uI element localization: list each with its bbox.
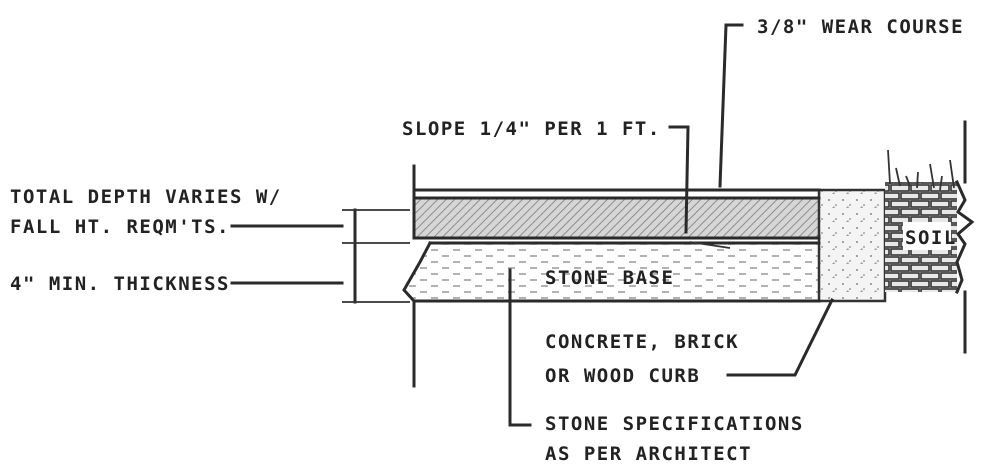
total-depth-label-line2: FALL HT. REQM'TS. <box>10 216 230 238</box>
stone-base-layer <box>404 243 819 301</box>
slope-arrow-tail <box>689 241 731 249</box>
curb-leader <box>726 297 835 377</box>
wear-course-layer <box>414 198 819 238</box>
total-depth-label-line1: TOTAL DEPTH VARIES W/ <box>10 186 282 208</box>
min-thickness-label: 4" MIN. THICKNESS <box>10 273 230 295</box>
left-break-line <box>402 240 433 304</box>
curb-label-line2: OR WOOD CURB <box>545 365 700 387</box>
curb-label-line1: CONCRETE, BRICK <box>545 331 739 353</box>
stone-spec-label-line1: STONE SPECIFICATIONS <box>545 413 804 435</box>
stone-spec-label-line2: AS PER ARCHITECT <box>545 443 752 465</box>
soil-break-line <box>955 180 975 294</box>
slope-label: SLOPE 1/4" PER 1 FT. <box>402 118 661 140</box>
stone-spec-leader <box>508 268 532 427</box>
grass-tufts <box>887 149 955 191</box>
wear-course-leader <box>718 23 744 188</box>
wear-course-label: 3/8" WEAR COURSE <box>757 16 964 38</box>
stone-base-label: STONE BASE <box>545 267 674 289</box>
soil-label-bg <box>903 222 951 250</box>
soil-label: SOIL <box>905 227 957 249</box>
curb-block <box>817 188 887 303</box>
slope-leader <box>668 125 690 234</box>
